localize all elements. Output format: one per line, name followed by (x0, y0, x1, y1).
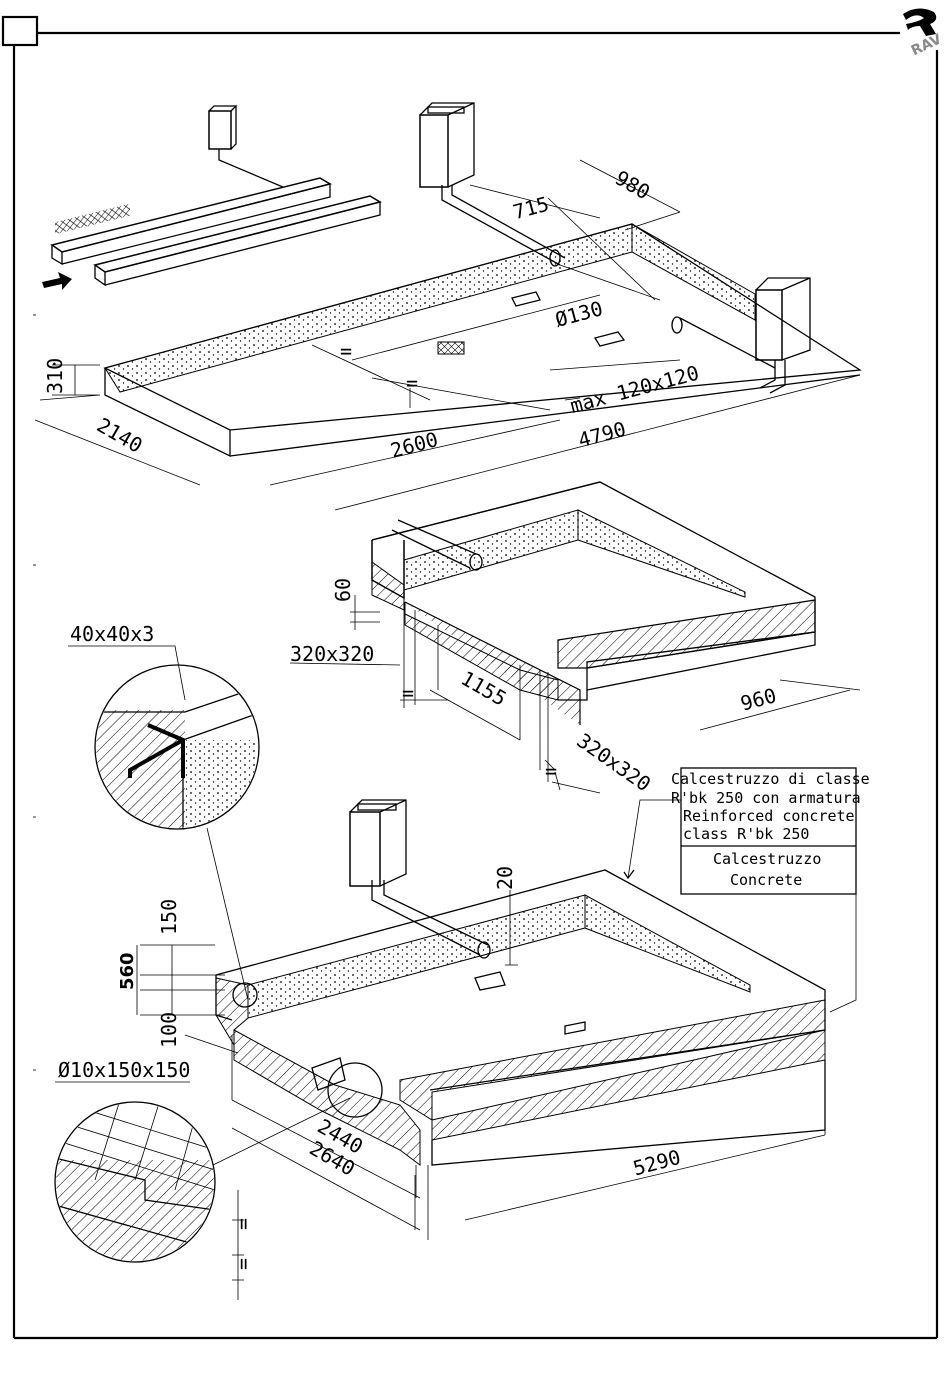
dim-310: 310 (43, 358, 67, 394)
dim-320-b: 320x320 (572, 728, 655, 796)
legend-line-3: Reinforced concrete (683, 807, 855, 825)
dim-eq-m2: = (545, 759, 557, 783)
dim-320-a: 320x320 (290, 642, 374, 666)
detail-label-40: 40x40x3 (70, 622, 154, 646)
top-pit-plan: 980 715 Ø130 max 120x120 310 2140 2600 4… (35, 103, 860, 510)
dim-eq-m1: = (402, 681, 414, 705)
dim-2140: 2140 (93, 413, 147, 458)
margin-ticks (33, 315, 36, 1070)
dim-2600: 2600 (388, 427, 441, 463)
dim-eq-2: = (406, 371, 418, 395)
dim-4790: 4790 (576, 417, 629, 453)
middle-pit-section: 60 320x320 1155 960 320x320 = = (290, 482, 860, 796)
dim-max-120: max 120x120 (567, 360, 701, 417)
svg-text:RAV: RAV (909, 31, 944, 59)
legend-line-2: R'bk 250 con armatura (671, 789, 861, 807)
dim-130: Ø130 (553, 296, 606, 332)
material-legend: Calcestruzzo di classe R'bk 250 con arma… (624, 768, 870, 1012)
bottom-pit-section: 20 150 560 100 2440 2640 5290 = = (117, 800, 825, 1300)
legend-line-5: Calcestruzzo (713, 850, 821, 868)
top-lift-icon (42, 106, 380, 290)
dim-60: 60 (331, 578, 355, 602)
dim-20: 20 (493, 866, 517, 890)
legend-line-6: Concrete (730, 871, 802, 889)
angle-detail: 40x40x3 (68, 622, 263, 1000)
dim-eq-b2: = (231, 1258, 255, 1270)
dim-100: 100 (157, 1012, 181, 1048)
dim-980: 980 (611, 166, 654, 205)
arrow-icon (42, 272, 72, 290)
dim-eq-1: = (340, 339, 352, 363)
legend-line-4: class R'bk 250 (683, 825, 809, 843)
legend-line-1: Calcestruzzo di classe (671, 770, 870, 788)
dim-560: 560 (117, 952, 138, 990)
mesh-label: Ø10x150x150 (58, 1058, 190, 1082)
page-number-box (3, 17, 37, 45)
dim-150: 150 (157, 899, 181, 935)
